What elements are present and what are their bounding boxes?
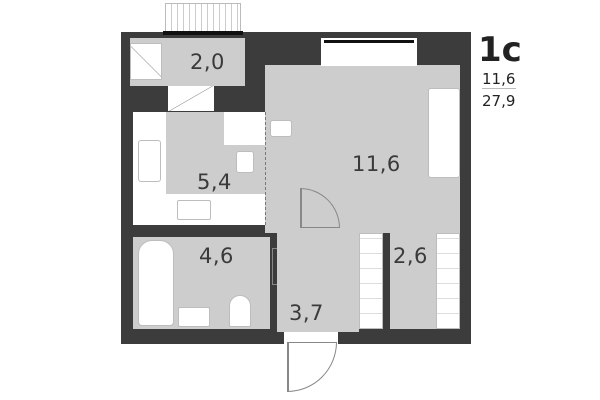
balcony-railing (165, 3, 241, 33)
kitchen-living-divider (265, 112, 266, 225)
balcony-area-label: 2,0 (190, 50, 225, 74)
living-area-total: 11,6 (482, 70, 516, 88)
apartment-type-label: 1с (478, 30, 522, 70)
wardrobe-area-label: 2,6 (393, 244, 428, 268)
room-living (265, 65, 460, 233)
balcony-door-opening (168, 86, 214, 111)
kitchen-area-label: 5,4 (197, 170, 232, 194)
entrance-door (287, 342, 337, 392)
toilet-icon (229, 295, 251, 327)
hallway-area-label: 3,7 (289, 301, 324, 325)
kitchen-chair-icon (236, 151, 254, 173)
living-area-label: 11,6 (352, 152, 401, 176)
stove-icon (138, 140, 161, 182)
total-area: 27,9 (482, 92, 516, 110)
balcony-window (163, 31, 243, 35)
wardrobe-shelves-icon (436, 233, 460, 329)
bathroom-area-label: 4,6 (199, 244, 234, 268)
balcony-cabinet (130, 43, 162, 80)
living-window (324, 40, 414, 43)
bathtub-icon (138, 240, 174, 326)
room-hallway (277, 232, 359, 332)
washbasin-icon (178, 307, 210, 327)
room-kitchen (166, 112, 224, 194)
sofa-icon (428, 88, 460, 178)
hallway-wardrobe-icon (359, 233, 383, 329)
living-chair-icon (270, 120, 292, 137)
kitchen-sink-icon (177, 200, 211, 220)
legend-divider (482, 88, 516, 89)
